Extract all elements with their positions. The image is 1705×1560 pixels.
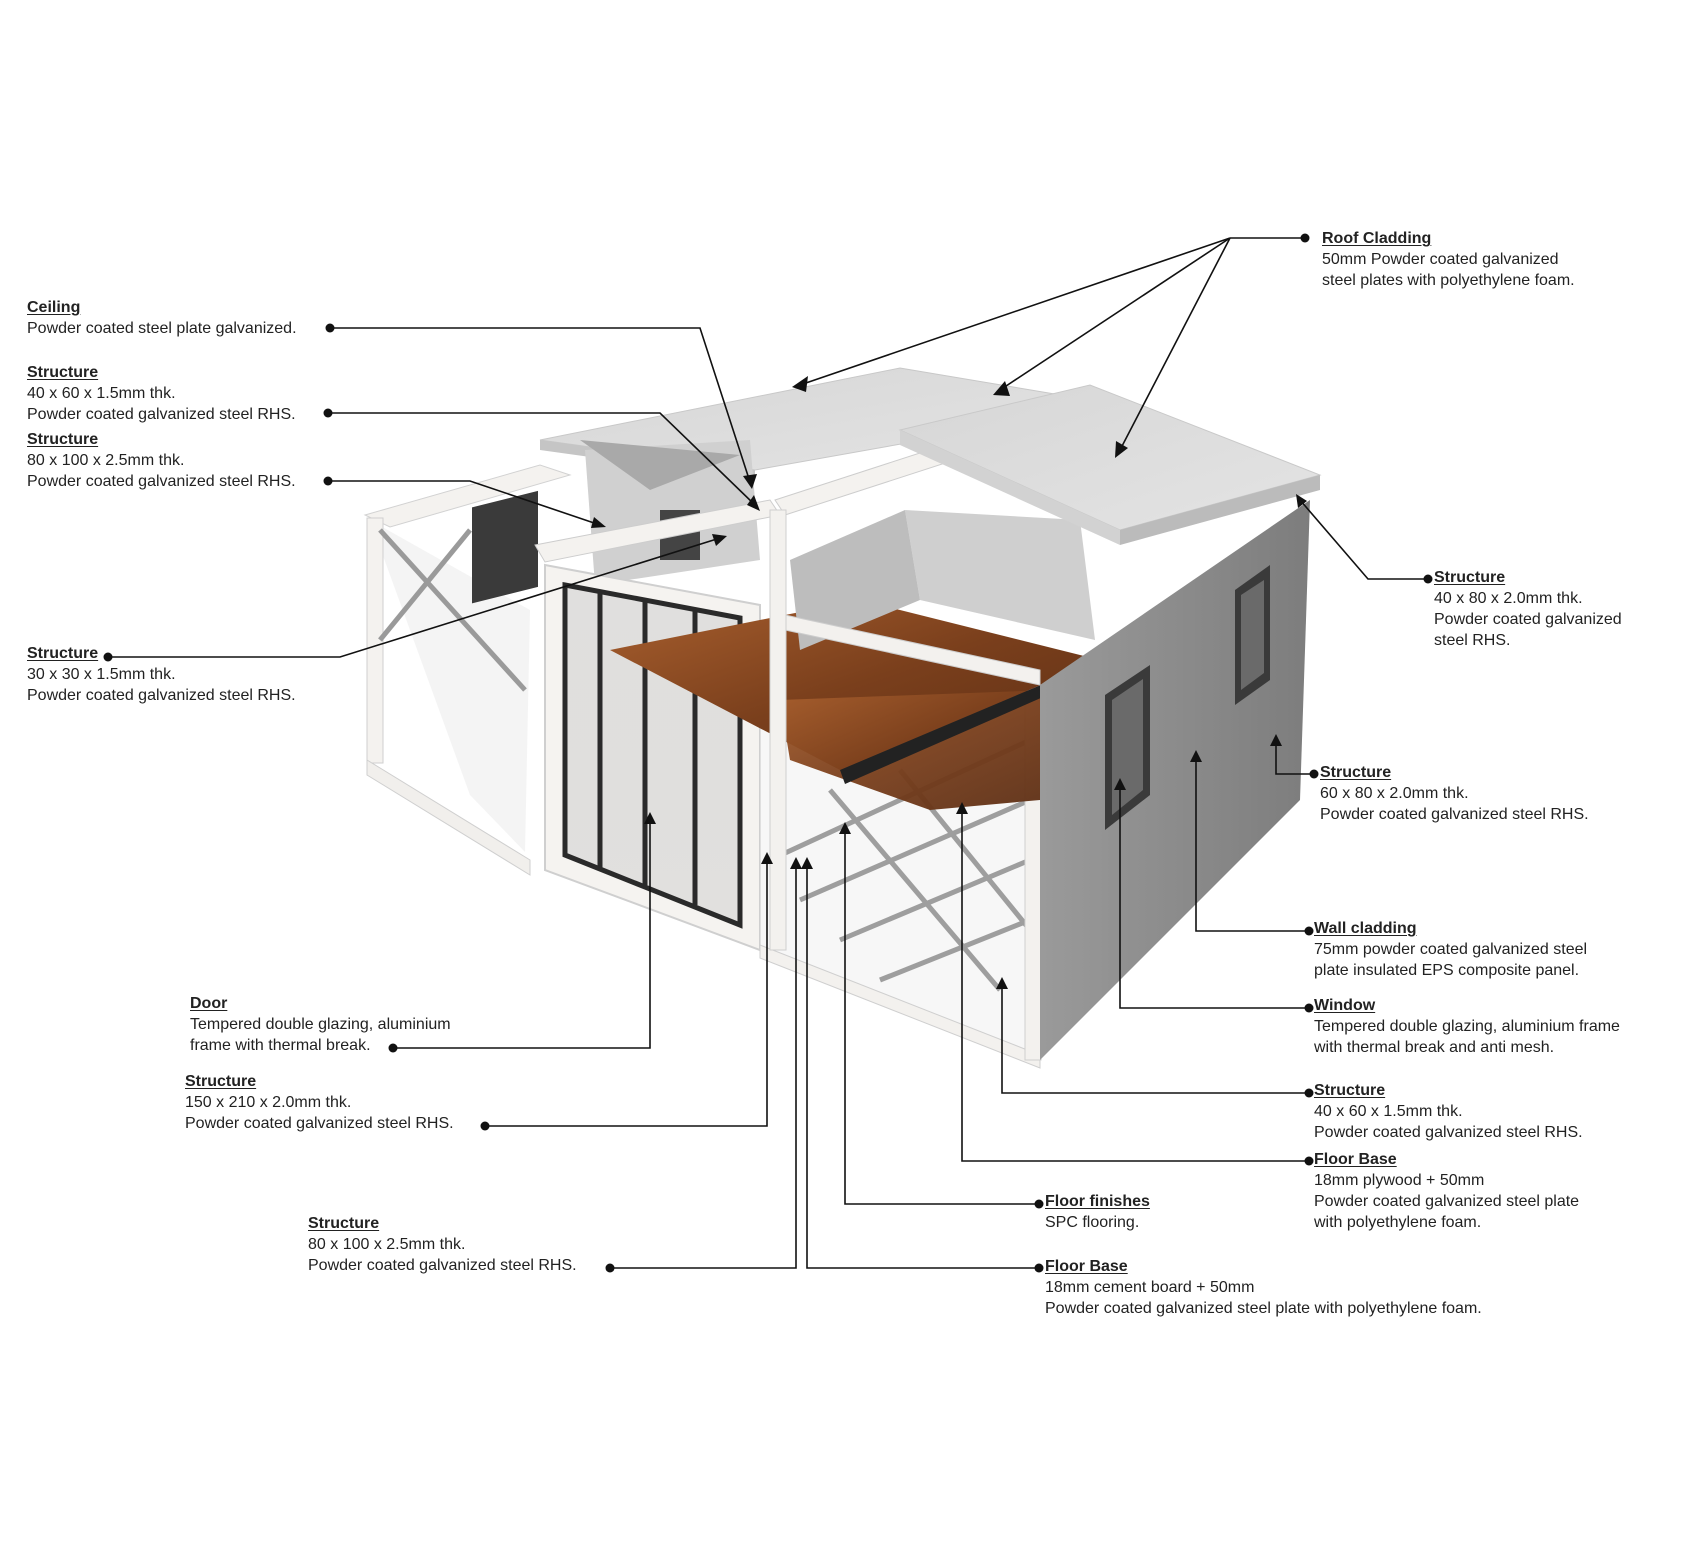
callout-title: Structure <box>27 645 99 662</box>
left-brace-1 <box>378 528 527 692</box>
callout-structure-40x60-left: Structure 40 x 60 x 1.5mm thk. Powder co… <box>27 362 296 425</box>
callout-window: Window Tempered double glazing, aluminiu… <box>1314 995 1620 1058</box>
callout-title: Floor finishes <box>1045 1193 1150 1210</box>
callout-structure-60x80: Structure 60 x 80 x 2.0mm thk. Powder co… <box>1320 762 1589 825</box>
house-body <box>363 367 1322 1069</box>
callout-title: Floor Base <box>1314 1151 1397 1168</box>
callout-title: Wall cladding <box>1314 920 1417 937</box>
callout-line: SPC flooring. <box>1045 1214 1140 1231</box>
main-roof-edge <box>1120 475 1320 545</box>
callout-line: 60 x 80 x 2.0mm thk. <box>1320 785 1469 802</box>
left-wing-frame-top <box>363 464 572 528</box>
callout-title: Ceiling <box>27 299 81 316</box>
leader-lines <box>103 233 1433 1273</box>
right-window-2-glass <box>1241 580 1264 690</box>
callout-roof-cladding: Roof Cladding 50mm Powder coated galvani… <box>1322 228 1575 291</box>
left-post <box>366 517 384 764</box>
callout-title: Roof Cladding <box>1322 230 1432 247</box>
callout-structure-40x60-right: Structure 40 x 60 x 1.5mm thk. Powder co… <box>1314 1080 1583 1143</box>
callout-line: 80 x 100 x 2.5mm thk. <box>308 1236 466 1253</box>
callout-line: 40 x 80 x 2.0mm thk. <box>1434 590 1583 607</box>
callout-line: Powder coated galvanized steel RHS. <box>185 1115 454 1132</box>
callout-line: Powder coated galvanized steel plate <box>1314 1193 1580 1210</box>
callout-title: Structure <box>1314 1082 1386 1099</box>
front-wing-bottom-rail <box>759 944 1041 1069</box>
left-brace-2 <box>378 528 472 642</box>
callout-ceiling: Ceiling Powder coated steel plate galvan… <box>27 297 297 339</box>
callout-title: Structure <box>308 1215 380 1232</box>
callout-structure-30x30: Structure 30 x 30 x 1.5mm thk. Powder co… <box>27 643 296 706</box>
callout-title: Door <box>190 995 228 1012</box>
callout-line: 18mm cement board + 50mm <box>1045 1279 1255 1296</box>
callout-line: steel RHS. <box>1434 632 1511 649</box>
callout-line: Powder coated steel plate galvanized. <box>27 320 297 337</box>
callout-title: Structure <box>27 431 99 448</box>
callout-line: 40 x 60 x 1.5mm thk. <box>1314 1103 1463 1120</box>
callout-line: plate insulated EPS composite panel. <box>1314 962 1580 979</box>
callout-line: 75mm powder coated galvanized steel <box>1314 941 1588 958</box>
callout-line: 80 x 100 x 2.5mm thk. <box>27 452 185 469</box>
main-left-wall <box>790 510 920 650</box>
floor-finish-wood <box>610 600 1100 770</box>
callout-line: with thermal break and anti mesh. <box>1314 1039 1555 1056</box>
left-bottom-rail <box>366 759 531 876</box>
callout-line: Tempered double glazing, aluminium <box>190 1016 451 1033</box>
main-front-post <box>769 509 787 951</box>
callout-structure-80x100-top: Structure 80 x 100 x 2.5mm thk. Powder c… <box>27 429 296 492</box>
callout-door: Door Tempered double glazing, aluminium … <box>190 993 451 1056</box>
callout-line: 30 x 30 x 1.5mm thk. <box>27 666 176 683</box>
callout-title: Structure <box>27 364 99 381</box>
door-inner-edge <box>562 581 743 929</box>
floor-base-edge <box>840 660 1100 784</box>
callout-wall-cladding: Wall cladding 75mm powder coated galvani… <box>1314 918 1587 981</box>
callout-line: with polyethylene foam. <box>1314 1214 1482 1231</box>
main-roof-left-edge <box>900 430 1120 545</box>
callout-line: Powder coated galvanized steel RHS. <box>308 1257 577 1274</box>
callout-line: steel plates with polyethylene foam. <box>1322 272 1575 289</box>
callout-structure-80x100-bottom: Structure 80 x 100 x 2.5mm thk. Powder c… <box>308 1213 577 1276</box>
callout-title: Structure <box>185 1073 257 1090</box>
callout-line: Powder coated galvanized steel plate wit… <box>1045 1300 1482 1317</box>
callout-title: Structure <box>1320 764 1392 781</box>
callout-line: Powder coated galvanized steel RHS. <box>27 473 296 490</box>
main-back-wall <box>905 510 1095 640</box>
callout-line: Powder coated galvanized steel RHS. <box>27 687 296 704</box>
callout-line: 40 x 60 x 1.5mm thk. <box>27 385 176 402</box>
callout-title: Structure <box>1434 569 1506 586</box>
left-window <box>472 490 538 604</box>
callout-line: Powder coated galvanized steel RHS. <box>27 406 296 423</box>
callout-line: 50mm Powder coated galvanized <box>1322 251 1559 268</box>
callout-line: frame with thermal break. <box>190 1037 371 1054</box>
callout-line: Powder coated galvanized steel RHS. <box>1320 806 1589 823</box>
callout-structure-40x80: Structure 40 x 80 x 2.0mm thk. Powder co… <box>1434 567 1622 651</box>
callout-title: Window <box>1314 997 1376 1014</box>
callout-line: Powder coated galvanized <box>1434 611 1622 628</box>
callout-line: Powder coated galvanized steel RHS. <box>1314 1124 1583 1141</box>
callout-line: Tempered double glazing, aluminium frame <box>1314 1018 1620 1035</box>
callout-line: 150 x 210 x 2.0mm thk. <box>185 1094 352 1111</box>
callout-line: 18mm plywood + 50mm <box>1314 1172 1485 1189</box>
callout-structure-150x210: Structure 150 x 210 x 2.0mm thk. Powder … <box>185 1071 454 1134</box>
callout-floor-finishes: Floor finishes SPC flooring. <box>1045 1191 1150 1233</box>
callout-floor-base-cement: Floor Base 18mm cement board + 50mm Powd… <box>1045 1256 1482 1319</box>
callout-title: Floor Base <box>1045 1258 1128 1275</box>
callout-floor-base-plywood: Floor Base 18mm plywood + 50mm Powder co… <box>1314 1149 1579 1233</box>
